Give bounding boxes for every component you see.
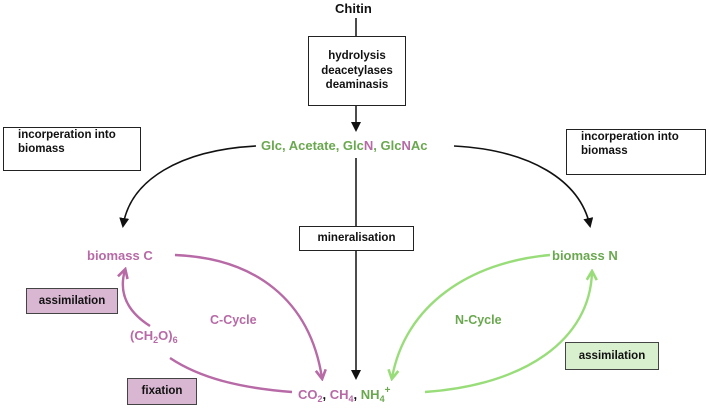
output-ch: CH [329,387,349,402]
incorporation-right-line2: biomass [581,145,628,158]
product-acetate: Acetate [288,138,336,153]
product-sep-3: , [373,138,381,153]
output-nh-sup: + [384,385,391,396]
arrow-co2-to-ch2o6 [169,357,293,394]
incorporation-left-line2: biomass [18,143,65,156]
ch2o6-label: (CH2O)6 [130,328,178,345]
n-cycle-label: N-Cycle [455,313,502,327]
biomass-c-label: biomass C [87,248,153,263]
chitin-products: Glc, Acetate, GlcN, GlcNAc [261,138,428,153]
biomass-n-label: biomass N [552,248,618,263]
product-sep-2: , [335,138,343,153]
incorporation-left-line1: incorperation into [18,129,116,141]
arrow-biomass-c-to-co2 [174,253,322,378]
ch2o6-o: O) [158,328,173,343]
arrow-to-biomass-c [119,145,257,228]
ch2o6-sub-6: 6 [172,335,178,345]
arrow-biomass-n-to-nh4 [392,253,551,378]
fixation-box: fixation [127,378,197,405]
incorporation-left-box: incorperation into biomass [3,127,141,171]
mineralisation-label: mineralisation [317,232,396,245]
process-box: hydrolysis deacetylases deaminasis [308,36,406,106]
assimilation-right-label: assimilation [578,349,646,362]
assimilation-right-box: assimilation [565,342,659,370]
mineral-outputs: CO2, CH4, NH4+ [298,385,390,404]
output-co: CO [298,387,318,402]
c-cycle-label: C-Cycle [210,313,257,327]
chitin-title: Chitin [335,1,372,16]
product-glcn-glc: Glc [342,138,364,153]
assimilation-left-label: assimilation [38,294,106,307]
product-glcnac-n: N [401,138,411,153]
incorporation-right-box: incorperation into biomass [566,129,706,175]
ch2o6-open: (CH [130,328,154,343]
product-glcnac-glc: Glc [380,138,402,153]
output-ch-sub: 4 [348,394,354,404]
product-glc: Glc [261,138,282,153]
product-glcn-n: N [363,138,374,153]
assimilation-left-box: assimilation [26,288,118,314]
process-hydrolysis: hydrolysis [328,50,386,63]
arrow-ch2o6-to-biomass-c [123,270,151,328]
arrow-to-biomass-n [453,145,594,228]
output-sep-1: , [322,387,330,402]
fixation-label: fixation [141,385,183,398]
process-deacetylases: deacetylases [321,64,393,77]
output-nh-sub: 4 [379,394,385,404]
ch2o6-sub-2: 2 [153,335,159,345]
output-co-sub: 2 [317,394,323,404]
arrow-nh4-to-biomass-n [424,272,592,394]
output-nh: NH [360,387,380,402]
output-sep-2: , [353,387,361,402]
product-glcnac-ac: Ac [410,138,428,153]
process-deaminasis: deaminasis [325,79,389,92]
product-sep-1: , [281,138,289,153]
mineralisation-box: mineralisation [299,226,414,251]
incorporation-right-line1: incorperation into [581,131,679,143]
